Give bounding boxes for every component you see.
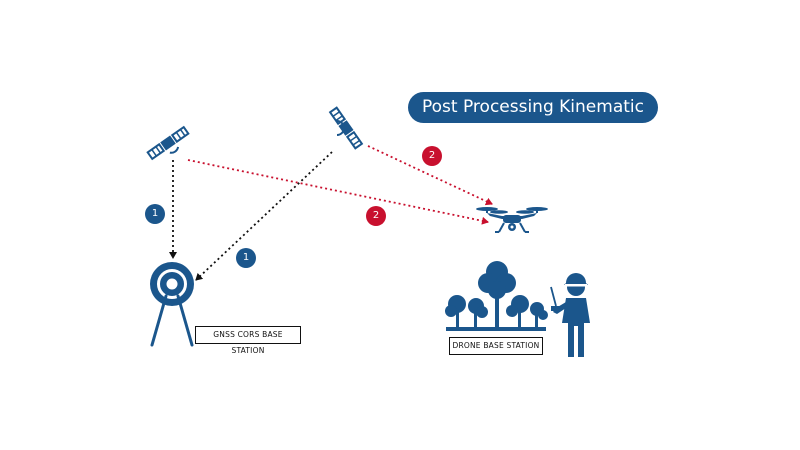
step-badge-left: 1	[145, 204, 165, 224]
tree-icon	[445, 261, 548, 331]
remote-controller-icon	[550, 286, 561, 311]
drone-icon	[476, 207, 548, 233]
step-badge-right: 1	[236, 248, 256, 268]
drone-station-label: DRONE BASE STATION	[449, 337, 543, 355]
satellite-icon-left	[146, 125, 190, 161]
gnss-station-label: GNSS CORS BASE STATION	[195, 326, 301, 355]
signal-path-lower-red	[187, 159, 489, 225]
step-badge-lower-red: 2	[366, 206, 386, 226]
gnss-antenna-icon	[150, 262, 194, 347]
step-badge-upper-red: 2	[422, 146, 442, 166]
signal-path-right-to-station	[195, 151, 333, 281]
satellite-icon-right	[328, 106, 364, 150]
drone-pilot-icon	[553, 273, 590, 357]
diagram-title: Post Processing Kinematic (PPK)	[408, 92, 658, 148]
